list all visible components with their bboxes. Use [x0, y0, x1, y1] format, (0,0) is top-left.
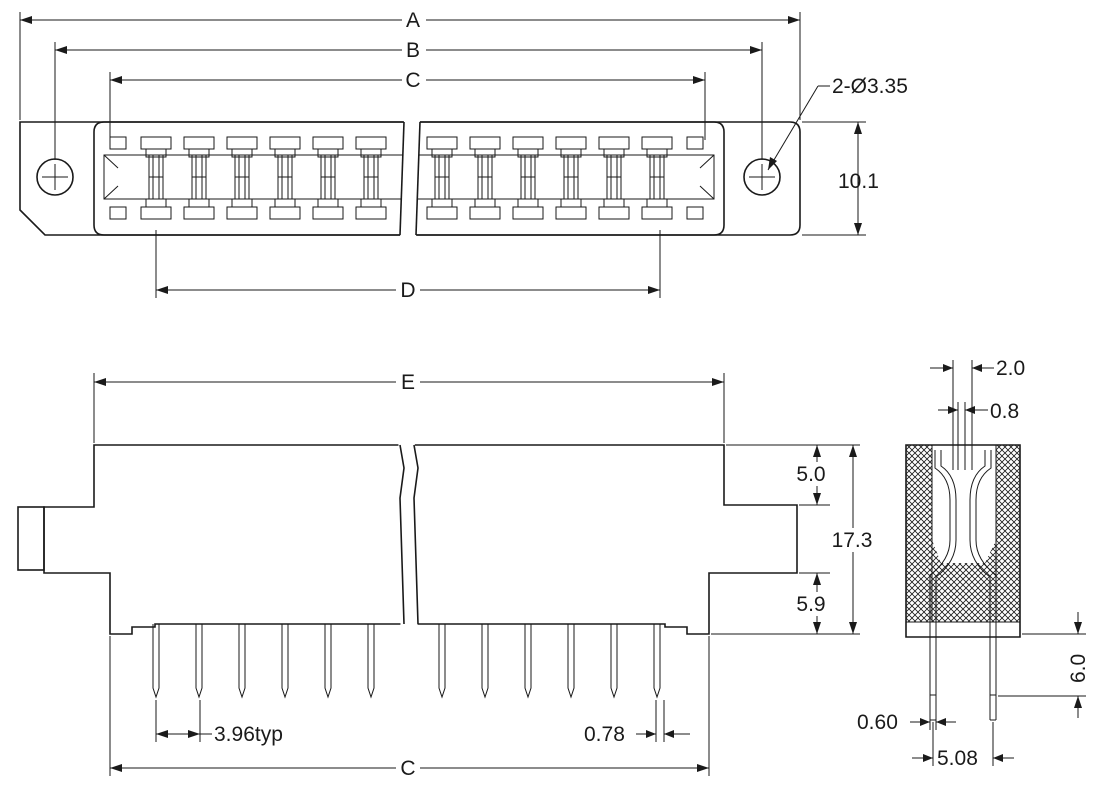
dim-C-top: C [109, 68, 706, 140]
label-5-08: 5.08 [937, 747, 978, 770]
label-10-1: 10.1 [838, 170, 879, 193]
label-0-8: 0.8 [990, 400, 1019, 423]
dim-A: A [19, 8, 801, 120]
dim-B: B [54, 38, 763, 160]
contact [183, 136, 215, 220]
dim-E: E [93, 370, 725, 443]
label-pin-width: 0.78 [584, 723, 625, 746]
dim-pitch: 3.96typ [155, 700, 283, 746]
flange-outline [19, 121, 801, 236]
pin [610, 624, 618, 699]
label-17-3: 17.3 [832, 529, 873, 552]
mounting-hole-left [36, 158, 74, 196]
front-pins [152, 624, 661, 699]
pin [653, 624, 661, 699]
contact [269, 136, 301, 220]
mounting-hole-right [743, 158, 781, 196]
contact [426, 136, 458, 220]
contact [512, 136, 544, 220]
dim-0-8: 0.8 [938, 400, 1019, 470]
contact [140, 136, 172, 220]
pin [152, 624, 160, 699]
side-view [905, 444, 1021, 721]
pin [481, 624, 489, 699]
label-5-0: 5.0 [796, 463, 825, 486]
top-contacts [140, 136, 673, 220]
dim-pin-width: 0.78 [584, 700, 690, 746]
label-C-top: C [405, 69, 420, 92]
label-2-0: 2.0 [996, 357, 1025, 380]
contact [312, 136, 344, 220]
label-A: A [406, 9, 420, 32]
pin [438, 624, 446, 699]
dim-10-1: 10.1 [802, 121, 879, 236]
pin [524, 624, 532, 699]
dim-D: D [155, 230, 661, 302]
label-6-0: 6.0 [1067, 654, 1090, 683]
top-view [19, 118, 801, 240]
label-E: E [401, 371, 415, 394]
pin [281, 624, 289, 699]
label-C-bottom: C [400, 757, 415, 780]
pin [367, 624, 375, 699]
label-hole: 2-Ø3.35 [832, 75, 908, 98]
dim-6-0: 6.0 [998, 612, 1090, 718]
contact [226, 136, 258, 220]
dim-0-60: 0.60 [857, 700, 956, 734]
contact [641, 136, 673, 220]
dim-hole: 2-Ø3.35 [767, 75, 908, 171]
contact [598, 136, 630, 220]
label-0-60: 0.60 [857, 711, 898, 734]
front-tab [17, 506, 45, 571]
pin [195, 624, 203, 699]
dim-C-bottom: C [109, 636, 710, 780]
contact [355, 136, 387, 220]
connector-body [93, 121, 725, 236]
contact [469, 136, 501, 220]
pin [324, 624, 332, 699]
label-B: B [406, 39, 420, 62]
front-view [17, 438, 798, 699]
contact [555, 136, 587, 220]
dim-5-08: 5.08 [912, 722, 1014, 770]
pin [567, 624, 575, 699]
label-5-9: 5.9 [796, 593, 825, 616]
dim-5-9: 5.9 [795, 572, 830, 634]
dim-2-0: 2.0 [930, 357, 1025, 470]
dim-17-3: 17.3 [711, 445, 874, 635]
dim-5-0: 5.0 [726, 444, 860, 506]
label-pitch: 3.96typ [214, 723, 283, 746]
pin [238, 624, 246, 699]
label-D: D [400, 279, 415, 302]
front-body [43, 444, 798, 635]
